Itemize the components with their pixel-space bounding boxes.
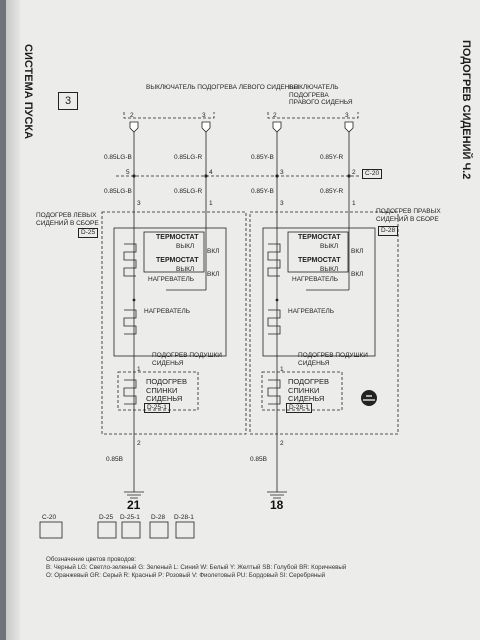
wire-label-2: 0.85LG-R	[174, 154, 203, 161]
right-on-2: ВКЛ	[351, 271, 364, 278]
lsw-terminal-b	[201, 121, 211, 133]
wire-label-1: 0.85LG-B	[104, 154, 132, 161]
legend-line-2: O: Оранжевый GR: Серый R: Красный P: Роз…	[46, 572, 326, 579]
pin-rsw-a: 2	[273, 112, 277, 119]
left-heater-coil-1	[123, 243, 137, 277]
left-assembly-code: D-25	[78, 228, 99, 238]
connector-d25-icon	[97, 521, 117, 539]
left-on-1: ВКЛ	[207, 248, 220, 255]
wire-label-3: 0.85Y-B	[251, 154, 274, 161]
left-on-2: ВКЛ	[207, 271, 220, 278]
pin-back-r-1: 1	[280, 366, 284, 373]
connector-d281-icon	[175, 521, 195, 539]
left-off-1: ВЫКЛ	[176, 243, 195, 250]
right-switch-bracket	[267, 112, 359, 119]
connector-c20-icon	[39, 521, 63, 539]
wire-label-5: 0.85LG-B	[104, 188, 132, 195]
left-off-2: ВЫКЛ	[176, 266, 195, 273]
right-thermostat-2: ТЕРМОСТАТ	[298, 257, 341, 264]
right-off-1: ВЫКЛ	[320, 243, 339, 250]
conn-label-d281: D-28-1	[174, 514, 194, 521]
right-cushion-label: ПОДОГРЕВ ПОДУШКИ СИДЕНЬЯ	[298, 352, 368, 367]
wire-label-4: 0.85Y-R	[320, 154, 344, 161]
lsw-terminal-a	[129, 121, 139, 133]
rsw-terminal-b	[344, 121, 354, 133]
pin-back-l-1: 1	[137, 366, 141, 373]
page-gutter	[6, 0, 20, 640]
pin-j5: 5	[126, 169, 130, 176]
legend-title: Обозначение цветов проводов:	[46, 556, 137, 563]
conn-label-c20: C-20	[42, 514, 57, 521]
left-cushion-box	[113, 227, 227, 357]
pin-seat-l-3: 3	[137, 200, 141, 207]
section-number: 3	[58, 92, 78, 110]
pin-rsw-b: 3	[345, 112, 349, 119]
right-backrest-box	[261, 371, 343, 411]
left-cushion-label: ПОДОГРЕВ ПОДУШКИ СИДЕНЬЯ	[152, 352, 222, 367]
right-heater-coil-2	[267, 309, 281, 335]
pin-seat-l-1: 1	[209, 200, 213, 207]
pin-seat-r-1: 1	[352, 200, 356, 207]
wire-label-6: 0.85LG-R	[174, 188, 203, 195]
left-assembly-box	[101, 211, 247, 435]
right-thermostat-1: ТЕРМОСТАТ	[298, 234, 341, 241]
left-thermostat-2: ТЕРМОСТАТ	[156, 257, 199, 264]
right-backrest-code: D-28-1	[286, 403, 312, 413]
wire-color-legend: Обозначение цветов проводов: B: Черный L…	[46, 556, 346, 580]
right-back-heater-coil	[267, 379, 281, 405]
connector-c20-tag: C-20	[362, 169, 383, 179]
legend-line-1: B: Черный LG: Светло-зеленый G: Зеленый …	[46, 564, 347, 571]
conn-label-d25: D-25	[99, 514, 114, 521]
left-thermostat-box	[143, 231, 205, 273]
connector-d251-icon	[121, 521, 141, 539]
left-back-heater-coil	[123, 379, 137, 405]
left-heater-label-2: НАГРЕВАТЕЛЬ	[144, 308, 191, 315]
pin-seat-r-3: 3	[280, 200, 284, 207]
pin-back-l-2: 2	[137, 440, 141, 447]
wire-label-7: 0.85Y-B	[251, 188, 274, 195]
left-thermostat-1: ТЕРМОСТАТ	[156, 234, 199, 241]
left-switch-bracket	[123, 112, 215, 119]
left-switch-label: ВЫКЛЮЧАТЕЛЬ ПОДОГРЕВА ЛЕВОГО СИДЕНЬЯ	[146, 84, 299, 91]
gnd-wire-label-left: 0.85B	[106, 456, 123, 463]
right-heater-label-1: НАГРЕВАТЕЛЬ	[292, 276, 339, 283]
right-assembly-title: ПОДОГРЕВ ПРАВЫХ СИДЕНИЙ В СБОРЕ	[376, 208, 441, 223]
wiring-diagram	[39, 112, 399, 539]
right-backrest-label: ПОДОГРЕВ СПИНКИ СИДЕНЬЯ	[288, 377, 330, 403]
right-on-1: ВКЛ	[351, 248, 364, 255]
left-assembly-title: ПОДОГРЕВ ЛЕВЫХ СИДЕНИЙ В СБОРЕ	[36, 212, 99, 227]
right-thermostat-box	[287, 231, 349, 273]
conn-label-d28: D-28	[151, 514, 166, 521]
gnd-wire-label-right: 0.85B	[250, 456, 267, 463]
pin-lsw-a: 2	[130, 112, 134, 119]
left-backrest-label: ПОДОГРЕВ СПИНКИ СИДЕНЬЯ	[146, 377, 188, 403]
right-assembly-code: D-28	[378, 226, 399, 236]
seat-heater-badge	[361, 390, 377, 406]
right-cushion-box	[262, 227, 376, 357]
pin-j4: 4	[209, 169, 213, 176]
left-heater-label-1: НАГРЕВАТЕЛЬ	[148, 276, 195, 283]
right-off-2: ВЫКЛ	[320, 266, 339, 273]
manual-page: СИСТЕМА ПУСКА ПОДОГРЕВ СИДЕНИЙ Ч.2 3	[6, 0, 480, 640]
left-heater-coil-2	[123, 309, 137, 335]
wire-label-8: 0.85Y-R	[320, 188, 344, 195]
pin-j3: 3	[280, 169, 284, 176]
conn-label-d251: D-25-1	[120, 514, 140, 521]
right-heater-label-2: НАГРЕВАТЕЛЬ	[288, 308, 335, 315]
section-title-left: СИСТЕМА ПУСКА	[22, 44, 34, 140]
connector-d28-icon	[149, 521, 169, 539]
section-title-right: ПОДОГРЕВ СИДЕНИЙ Ч.2	[460, 40, 472, 180]
pin-back-r-2: 2	[280, 440, 284, 447]
right-switch-label: ВЫКЛЮЧАТЕЛЬ ПОДОГРЕВА ПРАВОГО СИДЕНЬЯ	[289, 84, 353, 106]
left-backrest-box	[117, 371, 199, 411]
pin-j2: 2	[352, 169, 356, 176]
right-heater-coil-1	[267, 243, 281, 277]
pin-lsw-b: 3	[202, 112, 206, 119]
left-backrest-code: D-25-1	[144, 403, 170, 413]
ground-point-left: 21	[127, 498, 141, 512]
ground-point-right: 18	[270, 498, 284, 512]
rsw-terminal-a	[272, 121, 282, 133]
